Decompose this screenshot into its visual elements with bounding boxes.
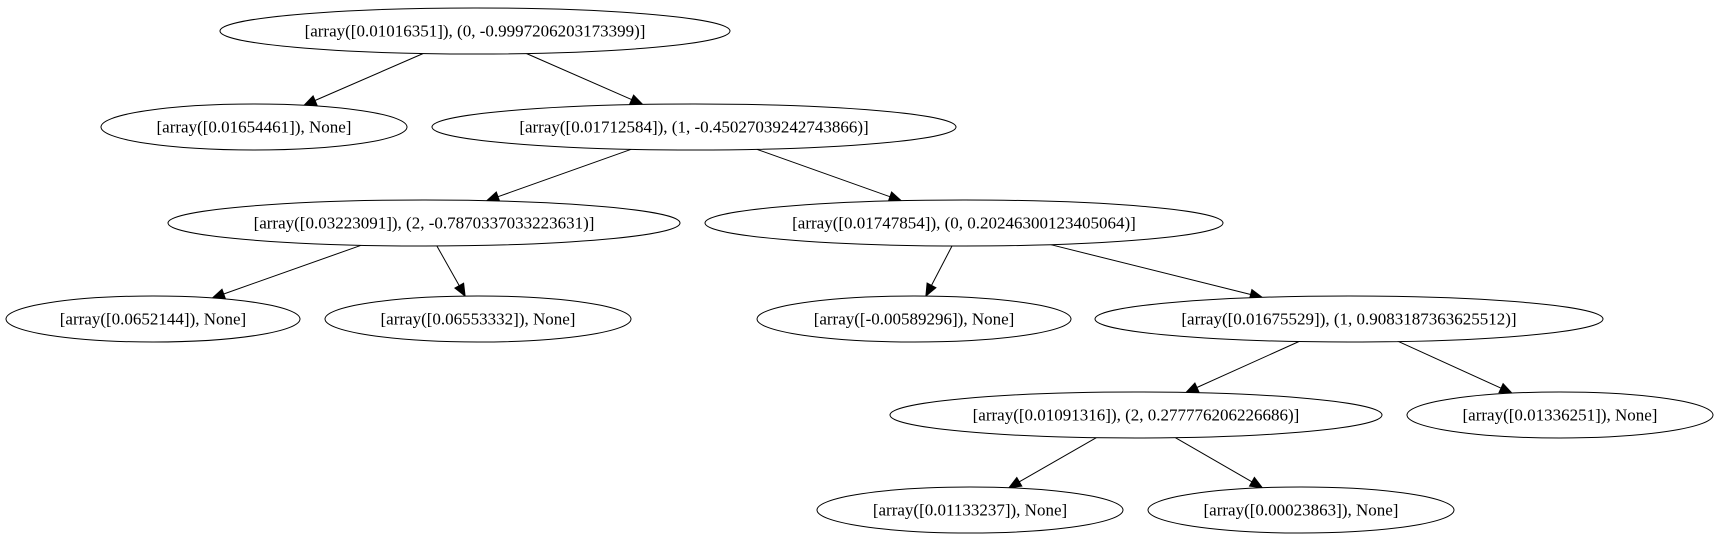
arrowhead — [485, 191, 501, 202]
tree-node-n6: [array([0.06553332]), None] — [324, 295, 632, 343]
node-label: [array([0.03223091]), (2, -0.78703370332… — [254, 214, 595, 233]
node-label: [array([0.01654461]), None] — [157, 118, 352, 137]
tree-nodes: [array([0.01016351]), (0, -0.99972062031… — [5, 7, 1714, 534]
tree-edge-n0-n1 — [302, 53, 424, 106]
tree-node-n2: [array([0.01712584]), (1, -0.45027039242… — [431, 103, 957, 151]
edge-line — [1196, 341, 1300, 388]
tree-edge-n8-n10 — [1398, 341, 1514, 394]
node-label: [array([0.0652144]), None] — [60, 310, 246, 329]
node-label: [array([0.01712584]), (1, -0.45027039242… — [519, 118, 868, 137]
tree-edge-n9-n11 — [1007, 437, 1097, 489]
node-ellipse — [889, 391, 1383, 439]
node-ellipse — [324, 295, 632, 343]
edge-line — [526, 53, 632, 101]
tree-node-n10: [array([0.01336251]), None] — [1406, 391, 1714, 439]
node-ellipse — [219, 7, 731, 55]
edge-line — [1019, 437, 1097, 483]
node-ellipse — [1406, 391, 1714, 439]
arrowhead — [302, 95, 318, 106]
arrowhead — [1184, 382, 1200, 394]
edge-line — [497, 148, 632, 198]
tree-node-n7: [array([-0.00589296]), None] — [756, 295, 1072, 343]
node-label: [array([0.01133237]), None] — [873, 501, 1067, 520]
tree-node-n12: [array([0.00023863]), None] — [1147, 486, 1455, 534]
arrowhead — [628, 94, 644, 105]
tree-edge-n0-n2 — [526, 53, 644, 105]
tree-node-n3: [array([0.03223091]), (2, -0.78703370332… — [167, 199, 681, 247]
tree-edge-n4-n7 — [925, 245, 953, 298]
node-label: [array([0.01091316]), (2, 0.277776206226… — [973, 406, 1300, 425]
node-ellipse — [1094, 295, 1604, 343]
edge-line — [436, 245, 460, 286]
tree-node-n5: [array([0.0652144]), None] — [5, 295, 301, 343]
tree-node-n11: [array([0.01133237]), None] — [816, 486, 1124, 534]
node-label: [array([0.01016351]), (0, -0.99972062031… — [305, 22, 646, 41]
tree-edge-n4-n8 — [1050, 244, 1264, 300]
edge-line — [314, 53, 424, 101]
arrowhead — [1248, 476, 1264, 489]
node-label: [array([0.01675529]), (1, 0.908318736362… — [1181, 310, 1516, 329]
arrowhead — [454, 282, 466, 298]
node-ellipse — [756, 295, 1072, 343]
tree-node-n1: [array([0.01654461]), None] — [100, 103, 408, 151]
node-ellipse — [1147, 486, 1455, 534]
edge-line — [1050, 244, 1251, 295]
tree-edge-n9-n12 — [1175, 437, 1264, 489]
tree-node-n4: [array([0.01747854]), (0, 0.202463001234… — [704, 199, 1224, 247]
arrowhead — [211, 288, 227, 300]
node-ellipse — [167, 199, 681, 247]
tree-edge-n2-n3 — [485, 148, 632, 202]
edge-line — [1175, 437, 1253, 483]
node-label: [array([0.00023863]), None] — [1204, 501, 1399, 520]
arrowhead — [1007, 476, 1023, 489]
tree-node-n9: [array([0.01091316]), (2, 0.277776206226… — [889, 391, 1383, 439]
node-ellipse — [704, 199, 1224, 247]
node-ellipse — [100, 103, 408, 151]
node-label: [array([0.01336251]), None] — [1463, 406, 1658, 425]
edge-line — [931, 245, 953, 286]
tree-edge-n3-n6 — [436, 245, 466, 298]
tree-node-n8: [array([0.01675529]), (1, 0.908318736362… — [1094, 295, 1604, 343]
node-ellipse — [431, 103, 957, 151]
node-ellipse — [816, 486, 1124, 534]
tree-edge-n8-n9 — [1184, 341, 1300, 394]
node-label: [array([0.06553332]), None] — [381, 310, 576, 329]
node-label: [array([-0.00589296]), None] — [814, 310, 1015, 329]
arrowhead — [1498, 382, 1514, 394]
arrowhead — [925, 282, 937, 298]
node-label: [array([0.01747854]), (0, 0.202463001234… — [792, 214, 1136, 233]
node-ellipse — [5, 295, 301, 343]
tree-node-n0: [array([0.01016351]), (0, -0.99972062031… — [219, 7, 731, 55]
edge-line — [223, 244, 362, 295]
arrowhead — [887, 191, 903, 202]
edge-line — [1398, 341, 1502, 389]
edge-line — [756, 148, 891, 198]
tree-edge-n3-n5 — [211, 244, 362, 300]
tree-edge-n2-n4 — [756, 148, 903, 202]
